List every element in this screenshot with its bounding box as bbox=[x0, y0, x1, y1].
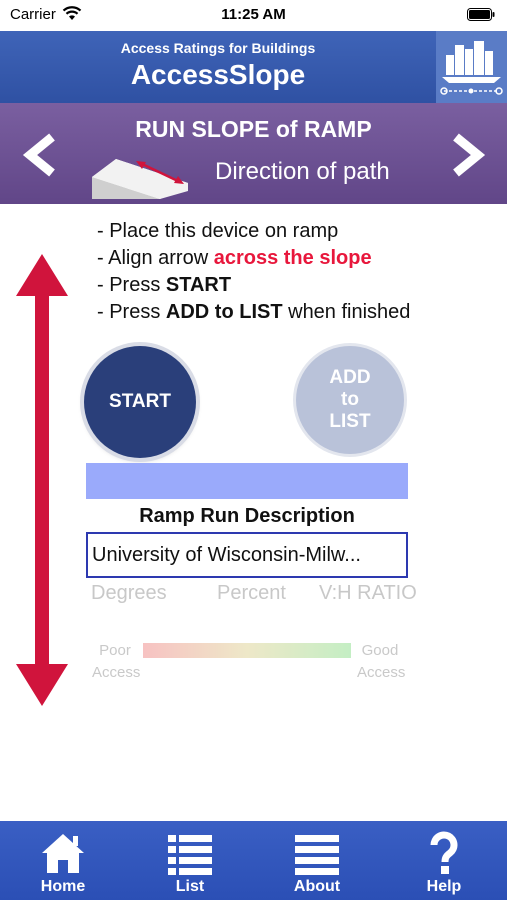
instruction-text: - Align arrow bbox=[97, 247, 214, 269]
battery-icon bbox=[467, 8, 495, 21]
tab-list[interactable]: List bbox=[127, 821, 253, 900]
instructions: - Place this device on ramp - Align arro… bbox=[97, 218, 497, 326]
instruction-text: - Press bbox=[97, 301, 166, 323]
unit-ratio: V:H RATIO bbox=[319, 582, 417, 604]
access-scale-good: Good Access bbox=[357, 640, 406, 684]
add-to-list-button[interactable]: ADD to LIST bbox=[296, 346, 404, 454]
description-label: Ramp Run Description bbox=[139, 505, 355, 527]
app-title: AccessSlope bbox=[130, 59, 306, 90]
start-button[interactable]: START bbox=[84, 346, 196, 458]
status-time: 11:25 AM bbox=[221, 6, 286, 23]
instruction-line: - Press START bbox=[97, 272, 497, 299]
add-button-label: LIST bbox=[329, 411, 371, 432]
app-header: Access Ratings for Buildings AccessSlope bbox=[0, 31, 507, 103]
add-button-label: ADD bbox=[329, 367, 371, 388]
unit-degrees: Degrees bbox=[91, 582, 167, 604]
start-button-label: START bbox=[109, 391, 171, 412]
access-scale-text: Access bbox=[357, 664, 406, 681]
tab-home[interactable]: Home bbox=[0, 821, 126, 900]
double-arrow-icon bbox=[16, 254, 68, 706]
list-icon bbox=[168, 835, 212, 875]
instruction-line: - Align arrow across the slope bbox=[97, 245, 497, 272]
menu-icon bbox=[295, 835, 339, 875]
description-input[interactable] bbox=[86, 532, 408, 578]
tab-label: List bbox=[175, 878, 205, 895]
instruction-emphasis: START bbox=[165, 274, 232, 296]
access-gradient bbox=[143, 643, 351, 658]
home-icon bbox=[42, 834, 84, 873]
chevron-right-icon[interactable] bbox=[446, 131, 490, 179]
instruction-emphasis: ADD to LIST bbox=[165, 301, 283, 323]
instruction-emphasis: across the slope bbox=[213, 247, 372, 269]
instruction-text: - Place this device on ramp bbox=[97, 220, 339, 242]
result-bar bbox=[86, 463, 408, 499]
status-bar: Carrier 11:25 AM bbox=[0, 0, 507, 31]
tab-help[interactable]: Help bbox=[381, 821, 507, 900]
tab-label: Help bbox=[426, 878, 462, 895]
access-scale-poor: Poor Access bbox=[92, 640, 141, 684]
access-scale-text: Good bbox=[361, 642, 399, 659]
building-logo-icon bbox=[436, 31, 507, 103]
instruction-line: - Press ADD to LIST when finished bbox=[97, 299, 497, 326]
carrier-label: Carrier bbox=[10, 6, 56, 23]
unit-percent: Percent bbox=[217, 582, 286, 604]
instruction-text: - Press bbox=[97, 274, 166, 296]
ramp-icon bbox=[92, 159, 188, 199]
question-mark-icon bbox=[430, 831, 458, 874]
tab-about[interactable]: About bbox=[254, 821, 380, 900]
chevron-left-icon[interactable] bbox=[18, 131, 62, 179]
wifi-icon bbox=[62, 6, 82, 20]
instruction-line: - Place this device on ramp bbox=[97, 218, 497, 245]
tab-label: Home bbox=[40, 878, 86, 895]
tab-label: About bbox=[293, 878, 341, 895]
access-scale-text: Access bbox=[92, 664, 141, 681]
instruction-text: when finished bbox=[282, 301, 411, 323]
tab-bar: Home List About Help bbox=[0, 821, 507, 900]
section-banner: RUN SLOPE of RAMP Direction of path bbox=[0, 103, 507, 204]
app-subtitle: Access Ratings for Buildings bbox=[120, 40, 316, 56]
section-subtitle: Direction of path bbox=[215, 158, 390, 185]
section-title: RUN SLOPE of RAMP bbox=[135, 116, 372, 142]
access-scale-text: Poor bbox=[99, 642, 131, 659]
add-button-label: to bbox=[341, 389, 359, 410]
